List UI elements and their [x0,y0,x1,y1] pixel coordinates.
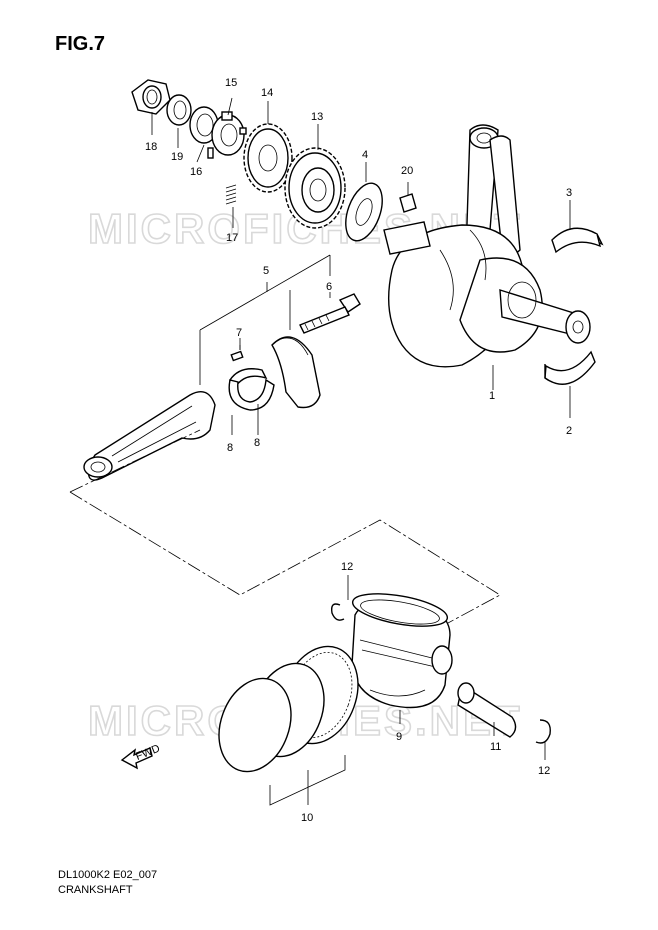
washer-part-4 [345,182,383,242]
callout-20: 20 [401,165,413,177]
crankshaft-part-1 [383,124,591,368]
callout-15: 15 [225,77,237,89]
circlip-part-12-upper [330,603,345,621]
figure-title: FIG.7 [55,33,106,55]
leader-lines-8 [231,404,259,435]
callout-16: 16 [190,166,202,178]
assembly-line-crank-left [69,429,201,493]
callout-5: 5 [263,265,269,277]
forward-arrow-label: FWD [134,743,162,764]
callout-10: 10 [301,812,313,824]
bearing-part-3 [551,227,604,254]
gear-part-14 [243,123,293,193]
callout-4: 4 [362,149,368,161]
callout-7: 7 [236,327,242,339]
callout-9: 9 [396,731,402,743]
leader-lines-5 [199,254,331,385]
figure-name: CRANKSHAFT [58,884,133,896]
piston-part-9 [351,593,453,709]
piston-pin-part-11 [457,682,517,738]
rod-cap [271,336,321,409]
callout-2: 2 [566,425,572,437]
callout-11: 11 [490,741,501,753]
callout-19: 19 [171,151,183,163]
callout-8a: 8 [227,442,233,454]
figure-code: DL1000K2 E02_007 [58,869,158,881]
piston-ring-part-10 [218,645,359,773]
forward-arrow-icon: FWD [120,743,162,770]
spring-part-17 [225,184,237,205]
callout-14: 14 [261,87,273,99]
callout-17: 17 [226,232,238,244]
callout-6: 6 [326,281,332,293]
circlip-part-12-lower [535,719,551,744]
dowel-part-7 [230,350,244,362]
washer-part-19 [166,94,192,126]
lock-washer-part-16 [189,106,219,159]
connecting-rod [83,391,216,481]
callout-18: 18 [145,141,157,153]
nut-part-18 [131,79,171,115]
bolt-part-6 [299,293,361,334]
callout-1: 1 [489,390,495,402]
gear-part-13 [284,147,346,229]
assembly-line-crank [69,491,501,666]
callout-12a: 12 [341,561,353,573]
callout-leaders [151,97,571,760]
callout-8b: 8 [254,437,260,449]
callout-3: 3 [566,187,572,199]
bearing-part-2 [544,350,596,385]
rod-bearing-part-8 [228,368,275,411]
leader-lines-10 [269,755,346,806]
callout-12b: 12 [538,765,550,777]
callout-13: 13 [311,111,323,123]
